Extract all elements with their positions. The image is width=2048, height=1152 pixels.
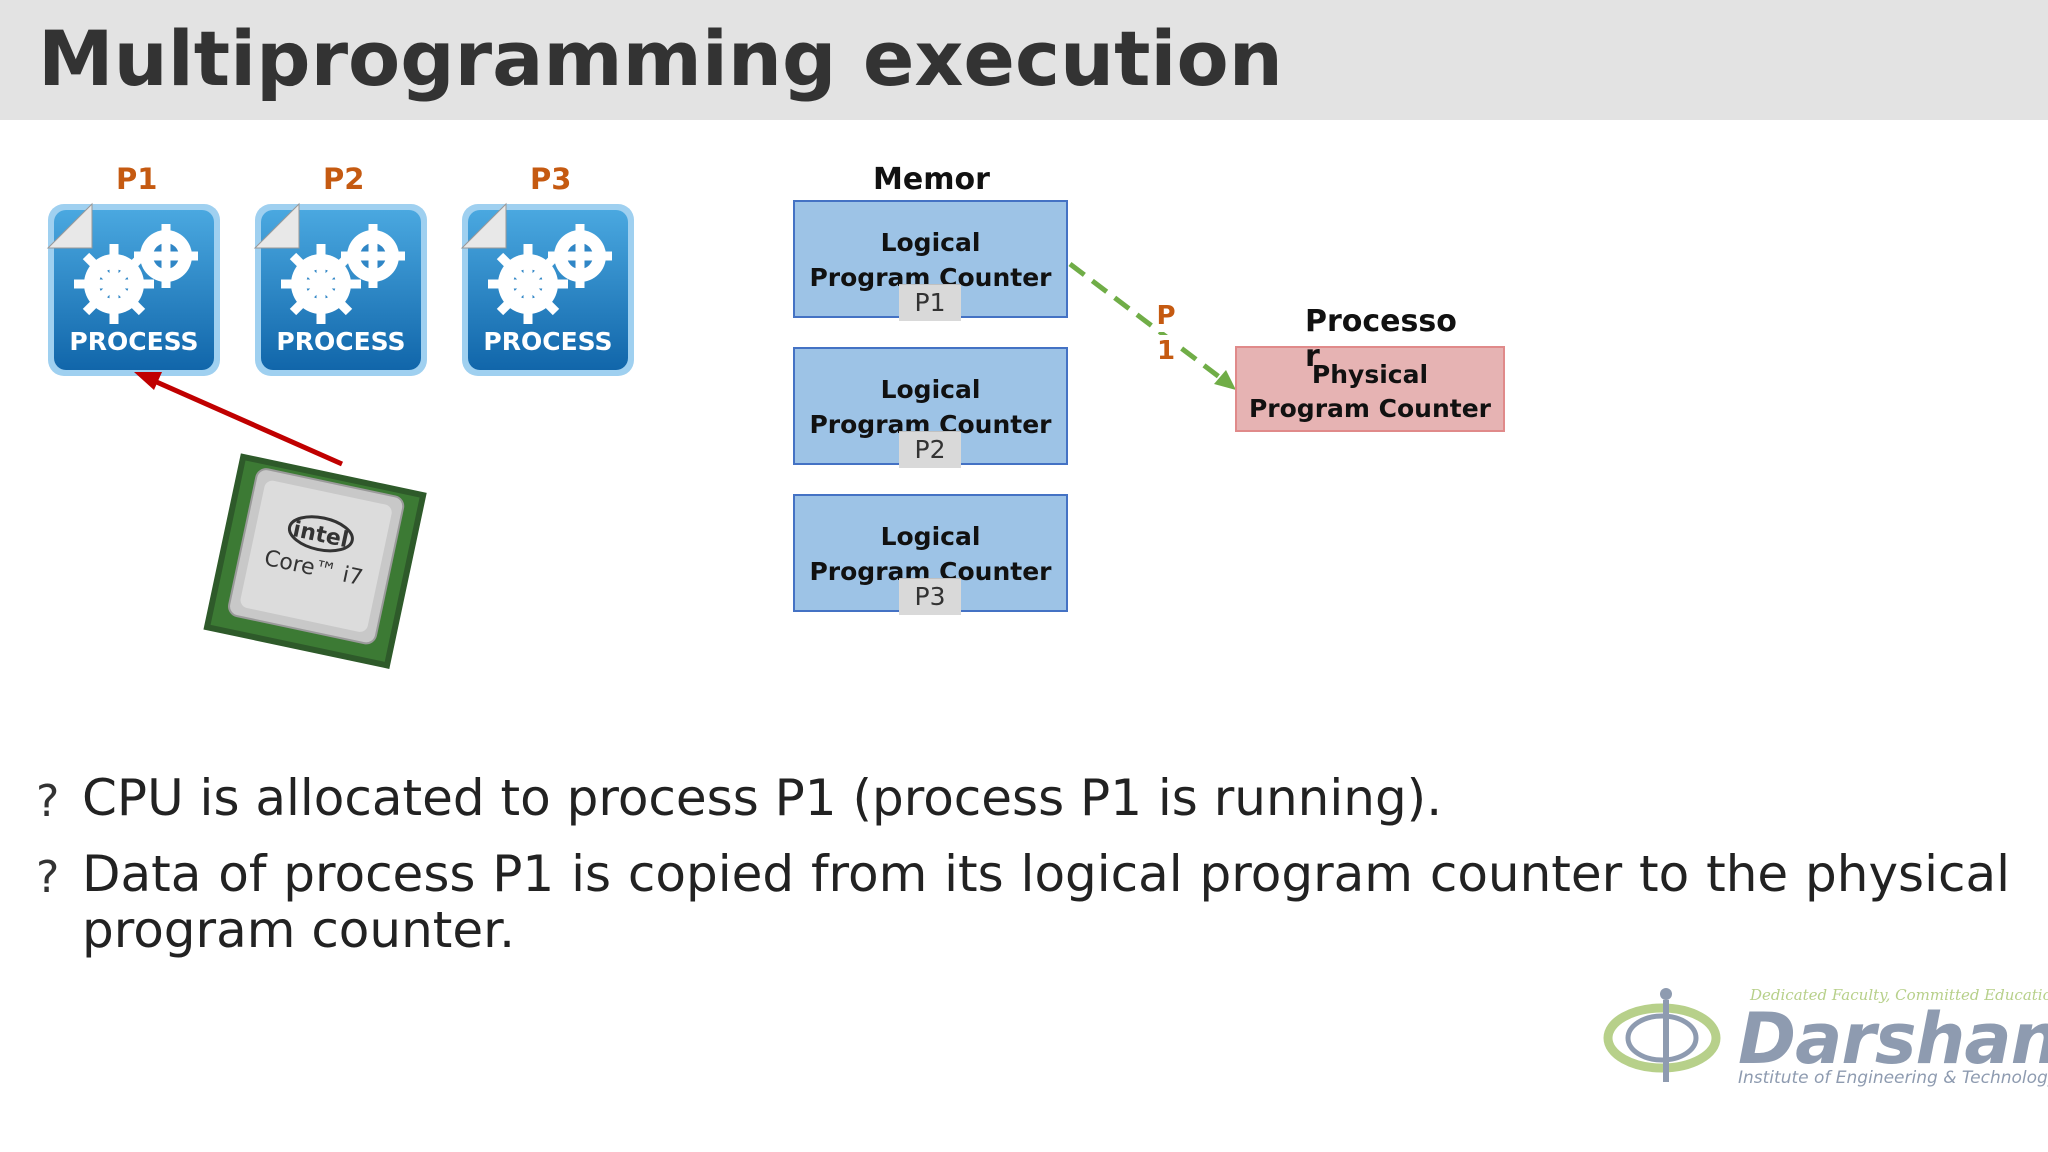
logo-emblem-icon [1603,988,1721,1082]
process-label-p3: P3 [530,162,572,196]
process-icon-text: PROCESS [483,327,612,356]
bullet-text: Data of process P1 is copied from its lo… [82,845,2010,959]
process-icon-text: PROCESS [69,327,198,356]
memory-box-line1: Logical [880,228,981,257]
process-icon: PROCESS [253,202,427,376]
cpu-to-process-arrow [150,377,344,467]
logo-subtitle: Institute of Engineering & Technology [1738,1068,2048,1088]
processor-title: Processo [1305,304,1457,339]
darshan-logo: Dedicated Faculty, Committed Education D… [1602,982,2048,1094]
cpu-illustration: intel Core™ i7 [134,372,427,669]
memory-box-tag: P3 [899,578,961,615]
arrowhead-icon [134,372,162,390]
memory-box-p2: Logical Program Counter P2 [793,347,1068,468]
transfer-arrow [1068,262,1236,390]
bullet-text: CPU is allocated to process P1 (process … [82,769,1443,827]
physical-box-line1: Physical [1311,360,1429,389]
transfer-label: P [1154,300,1178,332]
memory-title: Memor [873,162,990,197]
physical-box-line2: Program Counter [1248,394,1492,423]
memory-box-p3: Logical Program Counter P3 [793,494,1068,615]
memory-box-line1: Logical [880,522,981,551]
memory-box-p1: Logical Program Counter P1 [793,200,1068,321]
arrowhead-icon [1214,370,1236,390]
memory-box-line1: Logical [880,375,981,404]
logo-name: Darshan [1738,998,2048,1080]
process-label-p1: P1 [116,162,158,196]
memory-box-tag: P1 [899,284,961,321]
slide-title: Multiprogramming execution [38,14,1283,103]
process-icon: PROCESS [460,202,634,376]
transfer-label-wrap: 1 [1154,335,1178,367]
process-icon: PROCESS [46,202,220,376]
bullet-symbol: ? [36,852,60,903]
physical-program-counter-box: Physical Program Counter [1235,346,1505,432]
bullet-symbol: ? [36,776,60,827]
title-bar: Multiprogramming execution [0,0,2048,120]
logo-tagline: Dedicated Faculty, Committed Education [1750,986,2048,1004]
processor-title-wrap: r [1305,339,1320,374]
process-icon-text: PROCESS [276,327,405,356]
process-label-p2: P2 [323,162,365,196]
memory-box-tag: P2 [899,431,961,468]
